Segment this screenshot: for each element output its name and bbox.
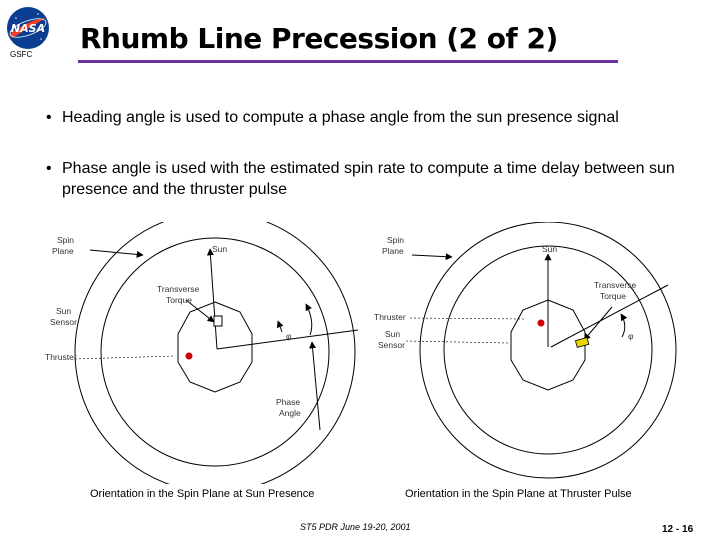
diagram-stroke [276, 320, 284, 333]
diagram-label: Torque [166, 295, 192, 305]
label-phase-angle: Phase [276, 397, 300, 407]
label-sun: Sun [542, 244, 557, 254]
diagram-stroke [620, 313, 628, 338]
thruster-line [550, 284, 669, 348]
diagram-label: Plane [52, 246, 74, 256]
nasa-logo: NASA [7, 7, 49, 49]
diagram-label: Torque [600, 291, 626, 301]
spacecraft-body [177, 301, 253, 393]
torque-pointer [583, 306, 613, 341]
torque-pointer [185, 299, 215, 323]
spin-circle-inner [443, 245, 653, 455]
label-spin-plane: Spin [387, 235, 404, 245]
diagram-label: Sensor [378, 340, 405, 350]
caption-thruster-pulse: Orientation in the Spin Plane at Thruste… [405, 488, 632, 500]
caption-sun-presence: Orientation in the Spin Plane at Sun Pre… [90, 488, 315, 500]
sun-sensor-marker [574, 337, 590, 348]
label-sun: Sun [212, 244, 227, 254]
spin-plane-pointer [411, 253, 453, 261]
spin-circle-outer [419, 222, 677, 479]
thruster-marker [185, 352, 193, 360]
label-phi: φ [628, 331, 634, 341]
spin-plane-pointer [89, 249, 144, 258]
label-transverse-torque: Transverse [594, 280, 636, 290]
sensor-leader [405, 340, 509, 344]
phase-angle-arc [305, 303, 313, 336]
org-label: GSFC [10, 50, 33, 59]
label-sun-sensor: Sun [385, 329, 400, 339]
left-diagram: Spin Plane Sun Transverse Torque Sun Sen… [45, 222, 359, 484]
sun-sensor-marker [213, 315, 223, 327]
spin-plane-diagram: Spin Plane Sun Transverse Torque Sun Sen… [45, 222, 677, 484]
diagram-label: Sensor [50, 317, 77, 327]
page-number: 12 - 16 [662, 524, 694, 535]
bullet-text: Heading angle is used to compute a phase… [62, 109, 619, 126]
bullet-item: • Heading angle is used to compute a pha… [46, 107, 686, 128]
bullet-dot: • [46, 160, 52, 177]
bullet-text: Phase angle is used with the estimated s… [62, 160, 675, 198]
thruster-marker [537, 319, 545, 327]
spacecraft-body [510, 299, 586, 391]
label-spin-plane: Spin [57, 235, 74, 245]
title-underline [78, 60, 618, 63]
bullet-item: • Phase angle is used with the estimated… [46, 158, 686, 200]
spin-circle-inner [100, 237, 330, 467]
svg-text:NASA: NASA [11, 22, 45, 35]
bullet-dot: • [46, 109, 52, 126]
sun-vector [206, 248, 218, 350]
phase-angle-pointer [309, 341, 321, 431]
label-phi: φ [286, 331, 292, 341]
thruster-leader [409, 317, 526, 320]
diagram-label: Angle [279, 408, 301, 418]
diagram-label: Plane [382, 246, 404, 256]
right-diagram: Spin Plane Sun Transverse Torque Thruste… [374, 222, 677, 479]
thruster-line [216, 329, 359, 350]
label-thruster: Thruster [45, 352, 77, 362]
label-thruster: Thruster [374, 312, 406, 322]
label-sun-sensor: Sun [56, 306, 71, 316]
spin-circle-outer [74, 222, 356, 484]
thruster-leader [74, 355, 176, 360]
footer-text: ST5 PDR June 19-20, 2001 [300, 522, 411, 532]
slide-title: Rhumb Line Precession (2 of 2) [80, 22, 558, 55]
label-transverse-torque: Transverse [157, 284, 199, 294]
